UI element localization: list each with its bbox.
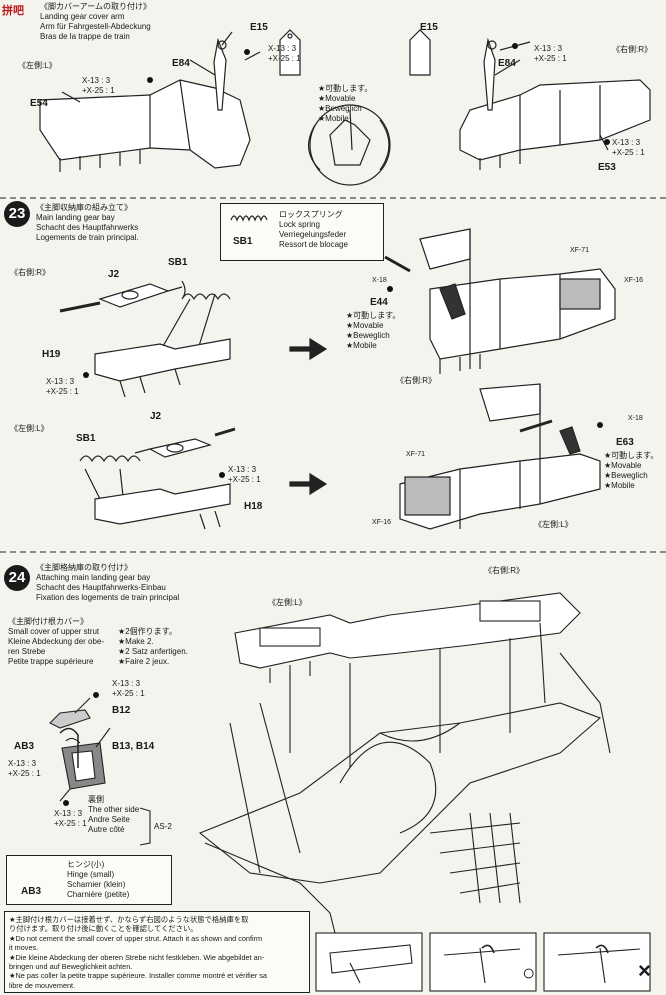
paint-ratio-h19: X-13 : 3+X-25 : 1 — [46, 377, 79, 396]
side-right-label: 《右側:R》 — [612, 45, 652, 54]
paint-ratio-top: X-13 : 3+X-25 : 1 — [112, 679, 145, 698]
spring-icon — [230, 215, 268, 222]
paint-ratio-2: X-13 : 3+X-25 : 1 — [82, 76, 115, 95]
part-e15-right: E15 — [420, 22, 438, 33]
hinge-code: AB3 — [21, 886, 42, 897]
part-e54: E54 — [30, 98, 48, 109]
paint-ratio-3: X-13 : 3+X-25 : 1 — [534, 44, 567, 63]
paint-x18-lower: X-18 — [628, 415, 643, 422]
side-right-label-1: 《右側:R》 — [10, 268, 50, 277]
step-24-illustration — [24, 592, 651, 992]
paint-xf16-upper: XF-16 — [624, 277, 644, 284]
part-e15-left: E15 — [250, 22, 268, 33]
side-right-label-2: 《右側:R》 — [396, 376, 436, 385]
make-two-note: ★2個作ります。 ★Make 2. ★2 Satz anfertigen. ★F… — [118, 627, 188, 666]
part-e84-right: E84 — [498, 58, 516, 69]
side-left-label: 《左側:L》 — [18, 61, 57, 70]
part-sb1-upper: SB1 — [168, 257, 188, 268]
part-h19: H19 — [42, 349, 61, 360]
paint-xf16-lower: XF-16 — [372, 519, 392, 526]
part-as2: AS-2 — [154, 822, 172, 831]
part-b13-b14: B13, B14 — [112, 741, 155, 752]
part-e53: E53 — [598, 162, 616, 173]
part-e44: E44 — [370, 297, 388, 308]
part-j2-upper: J2 — [108, 269, 120, 280]
paint-ratio-bottom: X-13 : 3+X-25 : 1 — [54, 809, 87, 828]
step-23-number: 23 — [4, 201, 30, 227]
other-side-note: 裏側 The other side Andre Seite Autre côté — [88, 795, 140, 834]
part-e63: E63 — [616, 437, 634, 448]
side-left-label: 《左側:L》 — [268, 598, 307, 607]
step-24-panel: 24 《主脚格納庫の取り付け》 Attaching main landing g… — [0, 553, 666, 995]
step-24-number: 24 — [4, 565, 30, 591]
title-en: Landing gear cover arm — [40, 12, 125, 21]
side-right-label: 《右側:R》 — [484, 566, 524, 575]
paint-xf71-upper: XF-71 — [570, 247, 590, 254]
watermark-logo: 拼吧 — [2, 5, 24, 17]
step-23-panel: 23 《主脚収納庫の組み立て》 Main landing gear bay Sc… — [0, 199, 666, 549]
paint-xf71-lower: XF-71 — [406, 451, 426, 458]
step-22-panel: 《脚カバーアームの取り付け》 Landing gear cover arm Ar… — [0, 0, 666, 195]
step-23-title: 《主脚収納庫の組み立て》 Main landing gear bay Schac… — [36, 203, 139, 242]
paint-ratio-left: X-13 : 3+X-25 : 1 — [8, 759, 41, 778]
hinge-legend-box: AB3 ヒンジ(小) Hinge (small) Scharnier (klei… — [6, 855, 172, 905]
title-de: Arm für Fahrgestell-Abdeckung — [40, 22, 151, 31]
side-left-label-2: 《左側:L》 — [534, 520, 573, 529]
part-ab3: AB3 — [14, 741, 35, 752]
paint-ratio-1: X-13 : 3+X-25 : 1 — [268, 44, 301, 63]
paint-x18-upper: X-18 — [372, 277, 387, 284]
title-fr: Bras de la trappe de train — [40, 32, 130, 41]
part-e84-left: E84 — [172, 58, 190, 69]
side-left-label-1: 《左側:L》 — [10, 424, 49, 433]
step-22-illustration — [39, 29, 651, 186]
paint-ratio-h18: X-13 : 3+X-25 : 1 — [228, 465, 261, 484]
part-sb1-lower: SB1 — [76, 433, 96, 444]
part-j2-lower: J2 — [150, 411, 162, 422]
spring-code: SB1 — [233, 236, 253, 247]
assembly-note-box: ★主脚付け根カバーは接着せず、かならず右図のような状態で格納庫を取 り付けます。… — [4, 911, 310, 993]
part-h18: H18 — [244, 501, 263, 512]
movable-note-lower: ★可動します。 ★Movable ★Beweglich ★Mobile — [604, 451, 659, 490]
step-23-illustration — [59, 228, 616, 530]
wrong-mark-icon: × — [638, 958, 651, 983]
cover-caption: 《主脚付け根カバー》 Small cover of upper strut Kl… — [8, 617, 105, 666]
spring-legend-box: SB1 ロックスプリング Lock spring Verriegelungsfe… — [220, 203, 384, 261]
step-22-title: 《脚カバーアームの取り付け》 Landing gear cover arm Ar… — [40, 2, 151, 42]
movable-note: ★可動します。 ★Movable ★Beweglich ★Mobile — [318, 84, 373, 123]
part-b12: B12 — [112, 705, 131, 716]
paint-ratio-4: X-13 : 3+X-25 : 1 — [612, 138, 645, 157]
movable-note-upper: ★可動します。 ★Movable ★Beweglich ★Mobile — [346, 311, 401, 350]
correct-mark-icon: ○ — [522, 960, 536, 985]
separator-1 — [0, 197, 666, 199]
separator-2 — [0, 551, 666, 553]
title-jp: 《脚カバーアームの取り付け》 — [40, 2, 151, 11]
step-24-title: 《主脚格納庫の取り付け》 Attaching main landing gear… — [36, 563, 180, 602]
